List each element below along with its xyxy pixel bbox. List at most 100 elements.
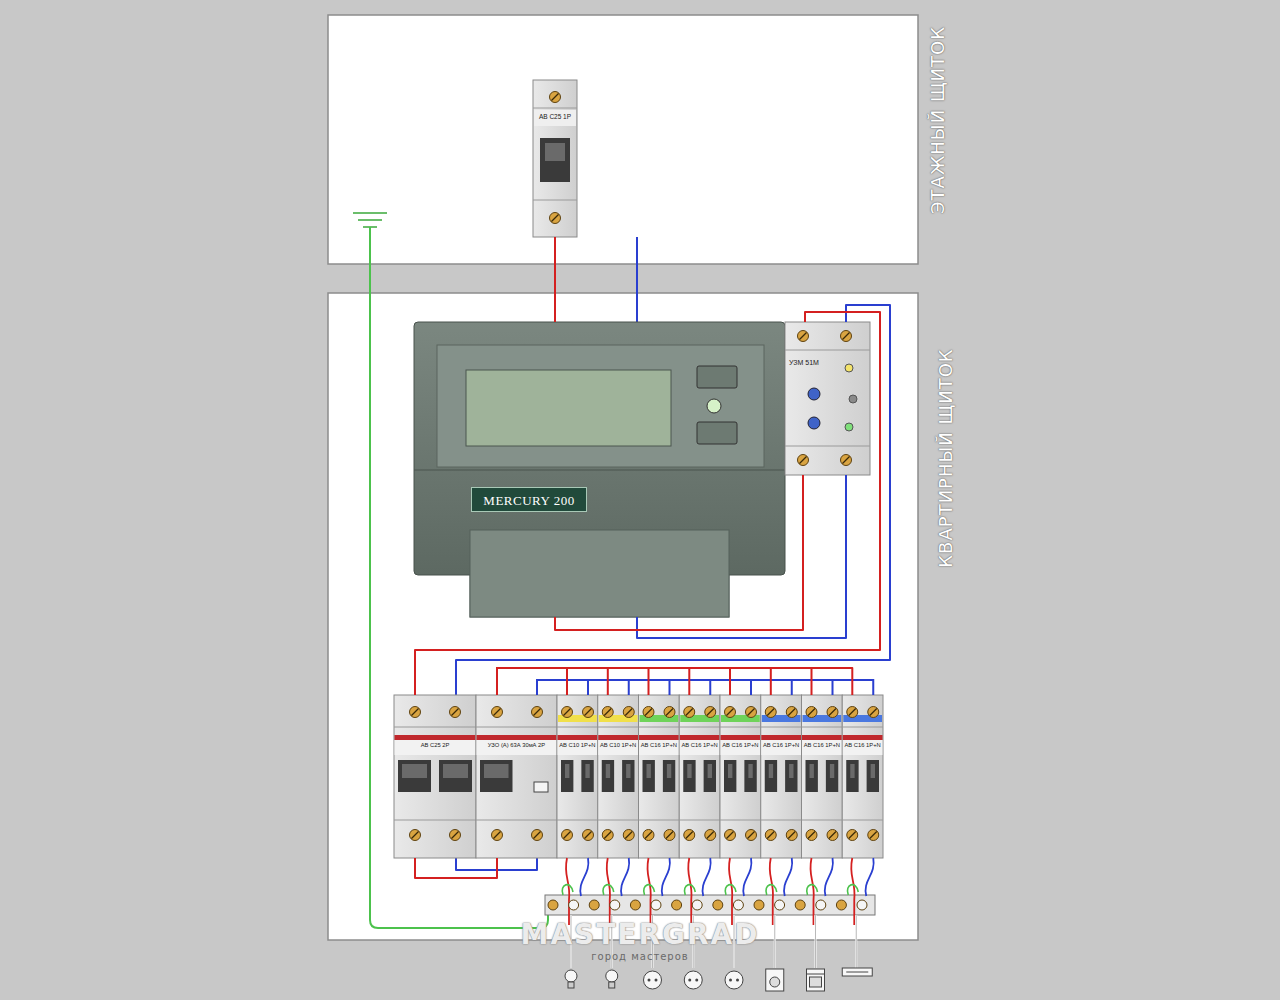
busbar-screw bbox=[857, 900, 867, 910]
terminal-screw bbox=[450, 707, 461, 718]
screw-slot bbox=[843, 333, 850, 340]
screw-slot bbox=[767, 709, 774, 716]
terminal-screw bbox=[532, 707, 543, 718]
screw-slot bbox=[604, 832, 611, 839]
screw-slot bbox=[727, 709, 734, 716]
module-body bbox=[761, 695, 802, 858]
terminal-screw bbox=[841, 455, 852, 466]
screw-slot bbox=[829, 832, 836, 839]
neutral-wire bbox=[580, 858, 588, 896]
busbar-screw bbox=[795, 900, 805, 910]
module-body bbox=[557, 695, 598, 858]
phase-wire bbox=[497, 668, 689, 695]
phase-wire bbox=[688, 858, 691, 925]
screw-slot bbox=[767, 832, 774, 839]
terminal-screw bbox=[847, 707, 858, 718]
module-body bbox=[802, 695, 843, 858]
neutral-wire bbox=[621, 858, 629, 896]
phase-wire bbox=[415, 858, 497, 878]
breaker-label: АВ С25 2Р bbox=[394, 740, 476, 750]
ground-symbol bbox=[353, 213, 387, 227]
screw-slot bbox=[808, 832, 815, 839]
screw-slot bbox=[727, 832, 734, 839]
terminal-screw bbox=[725, 707, 736, 718]
terminal-screw bbox=[798, 455, 809, 466]
terminal-screw bbox=[868, 830, 879, 841]
screw-slot bbox=[585, 832, 592, 839]
oven-icon bbox=[807, 915, 825, 991]
watermark: город мастеров bbox=[591, 951, 688, 962]
busbar-screw bbox=[651, 900, 661, 910]
terminal-screw bbox=[705, 707, 716, 718]
breaker-label: АВ С10 1Р+N bbox=[557, 740, 598, 750]
screw-slot bbox=[666, 709, 673, 716]
washer-icon bbox=[766, 915, 784, 991]
floor-panel: ЭТАЖНЫЙ ЩИТОКАВ С25 1Р bbox=[328, 15, 918, 264]
breaker-label: АВ С16 1Р+N bbox=[761, 740, 802, 750]
phase-wire bbox=[729, 858, 732, 925]
terminal-screw bbox=[664, 707, 675, 718]
neutral-wire bbox=[866, 858, 874, 896]
phase-wire bbox=[566, 858, 569, 925]
pe-wire bbox=[766, 885, 777, 895]
meter-body bbox=[414, 322, 785, 617]
screw-slot bbox=[800, 333, 807, 340]
breaker-label: АВ С16 1Р+N bbox=[802, 740, 843, 750]
breaker-label: АВ С16 1Р+N bbox=[842, 740, 883, 750]
neutral-wires bbox=[456, 305, 890, 870]
module-body bbox=[720, 695, 761, 858]
phase-wire bbox=[810, 858, 813, 925]
screw-slot bbox=[686, 832, 693, 839]
screw-slot bbox=[412, 832, 419, 839]
circuit-breaker: АВ С16 1Р+N bbox=[679, 695, 720, 858]
busbar-screw bbox=[630, 900, 640, 910]
terminal-screw bbox=[806, 707, 817, 718]
busbar-screw bbox=[569, 900, 579, 910]
neutral-comb bbox=[537, 680, 873, 695]
busbar-screw bbox=[610, 900, 620, 910]
pe-wire bbox=[684, 885, 695, 895]
module-body bbox=[679, 695, 720, 858]
neutral-busbar bbox=[545, 895, 875, 915]
screw-slot bbox=[452, 709, 459, 716]
watermark: MASTERGRAD bbox=[521, 918, 760, 951]
phase-wire bbox=[497, 668, 812, 695]
screw-slot bbox=[585, 709, 592, 716]
pe-wire bbox=[644, 885, 655, 895]
screw-slot bbox=[625, 832, 632, 839]
main-breaker: АВ С25 2Р bbox=[394, 695, 476, 858]
busbar-screw bbox=[672, 900, 682, 910]
terminal-screw bbox=[532, 830, 543, 841]
terminal-screw bbox=[806, 830, 817, 841]
panel-label: КВАРТИРНЫЙ ЩИТОК bbox=[935, 348, 956, 567]
terminal-screw bbox=[725, 830, 736, 841]
terminal-screw bbox=[583, 830, 594, 841]
circuit-breaker: АВ С16 1Р+N bbox=[842, 695, 883, 858]
screw-slot bbox=[843, 457, 850, 464]
breaker-label: АВ С25 1Р bbox=[533, 112, 577, 122]
screw-slot bbox=[625, 709, 632, 716]
terminal-screw bbox=[410, 830, 421, 841]
phase-wire bbox=[770, 858, 773, 925]
screw-slot bbox=[494, 832, 501, 839]
busbar-screw bbox=[589, 900, 599, 910]
circuit-breaker: АВ С16 1Р+N bbox=[720, 695, 761, 858]
flat-panel: КВАРТИРНЫЙ ЩИТОКMERCURY 200УЗМ 51МАВ С25… bbox=[328, 293, 918, 940]
screw-slot bbox=[849, 709, 856, 716]
screw-slot bbox=[788, 709, 795, 716]
circuit-breaker: АВ С16 1Р+N bbox=[802, 695, 843, 858]
busbar-screw bbox=[692, 900, 702, 910]
terminal-screw bbox=[550, 92, 561, 103]
terminal-screw bbox=[583, 707, 594, 718]
module-body bbox=[394, 695, 476, 858]
terminal-screw bbox=[623, 707, 634, 718]
screw-slot bbox=[645, 832, 652, 839]
module-body bbox=[598, 695, 639, 858]
terminal-screw bbox=[562, 830, 573, 841]
terminal-screw bbox=[602, 830, 613, 841]
busbar-screw bbox=[548, 900, 558, 910]
pe-wire bbox=[725, 885, 736, 895]
screw-slot bbox=[829, 709, 836, 716]
voltage-relay-body bbox=[785, 322, 870, 475]
